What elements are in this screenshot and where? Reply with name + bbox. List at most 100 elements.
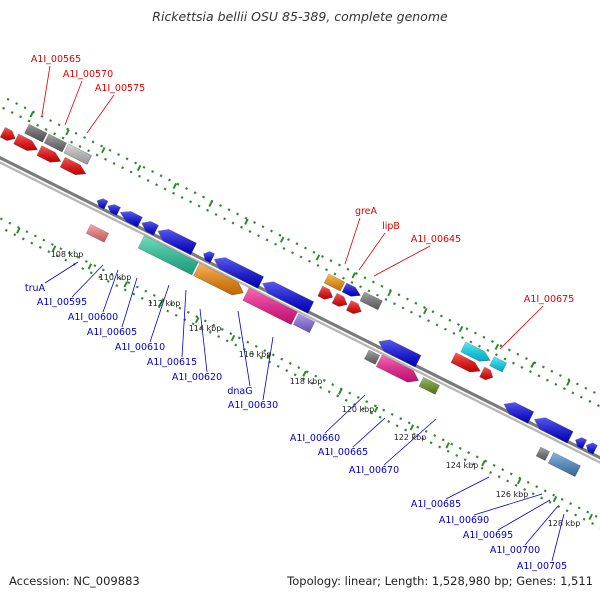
- scale-tick: [279, 236, 285, 243]
- guide-dot: [499, 344, 503, 348]
- guide-dot: [36, 123, 40, 127]
- guide-dot: [336, 394, 340, 398]
- reverse-gene-label: A1I_00605: [87, 327, 137, 338]
- scale-tick: [159, 299, 164, 306]
- guide-dot: [327, 390, 331, 394]
- guide-dot: [33, 234, 37, 238]
- guide-dot: [214, 212, 218, 216]
- guide-dot: [569, 502, 573, 506]
- guide-dot: [27, 119, 31, 123]
- reverse-leader-line: [497, 499, 551, 531]
- guide-dot: [95, 153, 99, 157]
- guide-dot: [138, 174, 142, 178]
- guide-dot: [152, 293, 156, 297]
- guide-dot: [172, 191, 176, 195]
- guide-dot: [4, 228, 8, 232]
- guide-dot: [93, 264, 97, 268]
- guide-dot: [350, 280, 354, 284]
- scale-tick: [172, 182, 178, 190]
- reverse-gene-label: A1I_00595: [37, 297, 87, 308]
- guide-dot: [456, 323, 460, 326]
- guide-dot: [596, 404, 600, 408]
- guide-dot: [21, 237, 25, 241]
- guide-dot: [278, 233, 282, 237]
- guide-dot: [370, 411, 374, 415]
- guide-dot: [363, 276, 367, 280]
- scale-label: 124 kbp: [446, 461, 479, 470]
- guide-dot: [592, 390, 596, 394]
- guide-dot: [575, 382, 579, 386]
- guide-dot: [526, 480, 530, 484]
- scale-label: 128 kbp: [548, 519, 581, 528]
- guide-dot: [407, 421, 411, 425]
- guide-dot: [557, 505, 561, 508]
- scale-tick: [423, 308, 428, 315]
- reverse-gene-arrow-shading: [378, 339, 422, 368]
- guide-dot: [494, 353, 498, 357]
- guide-dot: [271, 353, 275, 357]
- forward-gene-arrow-shading: [332, 293, 348, 307]
- guide-dot: [448, 318, 452, 322]
- guide-dot: [25, 230, 29, 234]
- guide-dot: [365, 400, 369, 404]
- guide-dot: [176, 182, 180, 186]
- reverse-gene-arrow-shading: [141, 221, 159, 236]
- guide-dot: [202, 195, 205, 199]
- scale-label: 112 kbp: [148, 299, 181, 308]
- guide-dot: [155, 183, 159, 187]
- guide-dot: [2, 106, 6, 110]
- reverse-leader-line: [102, 269, 119, 313]
- reverse-leader-line: [551, 513, 565, 562]
- scale-tick: [123, 281, 128, 288]
- forward-gene-arrow-shading: [36, 145, 61, 163]
- reverse-gene-label: A1I_00665: [318, 447, 368, 458]
- guide-dot: [254, 344, 258, 348]
- scale-tick: [266, 352, 272, 360]
- guide-dot: [83, 136, 87, 140]
- guide-dot: [501, 468, 505, 472]
- guide-dot: [380, 284, 384, 288]
- guide-dot: [565, 509, 569, 513]
- guide-dot: [435, 323, 439, 327]
- guide-dot: [295, 242, 299, 246]
- guide-dot: [463, 458, 467, 462]
- scale-label: 120 kbp: [342, 405, 375, 414]
- guide-dot: [261, 225, 265, 229]
- guide-dot: [248, 229, 252, 233]
- forward-gene-arrow-shading: [317, 286, 333, 300]
- scale-tick: [516, 477, 522, 485]
- guide-dot: [577, 506, 581, 510]
- guide-dot: [319, 386, 323, 390]
- guide-dot: [506, 479, 510, 483]
- reverse-gene-label: A1I_00700: [490, 545, 540, 556]
- guide-dot: [106, 279, 110, 283]
- guide-dot: [197, 204, 201, 208]
- guide-dot: [67, 251, 71, 255]
- forward-leader-line: [64, 80, 83, 126]
- guide-dot: [57, 123, 61, 127]
- scale-label: 116 kbp: [239, 350, 272, 359]
- scale-tick: [230, 334, 236, 342]
- genome-backbone: [0, 155, 600, 464]
- guide-dot: [220, 327, 224, 331]
- guide-dot: [115, 284, 119, 288]
- reverse-gene-label: truA: [25, 283, 46, 294]
- guide-dot: [129, 170, 133, 174]
- guide-dot: [382, 408, 386, 412]
- guide-dot: [191, 322, 195, 326]
- guide-dot: [6, 97, 10, 101]
- reverse-leader-line: [149, 284, 170, 343]
- guide-dot: [203, 319, 207, 323]
- forward-leader-line: [41, 65, 51, 116]
- guide-dot: [367, 289, 371, 293]
- reverse-gene-arrow-shading: [376, 354, 419, 383]
- forward-gene-arrow-shading: [479, 367, 493, 380]
- guide-dot: [293, 373, 297, 377]
- forward-gene-arrow-shading: [451, 352, 481, 372]
- guide-dot: [452, 331, 456, 335]
- guide-dot: [571, 391, 575, 395]
- reverse-leader-line: [199, 308, 208, 373]
- guide-dot: [19, 115, 23, 119]
- scale-tick: [315, 254, 321, 261]
